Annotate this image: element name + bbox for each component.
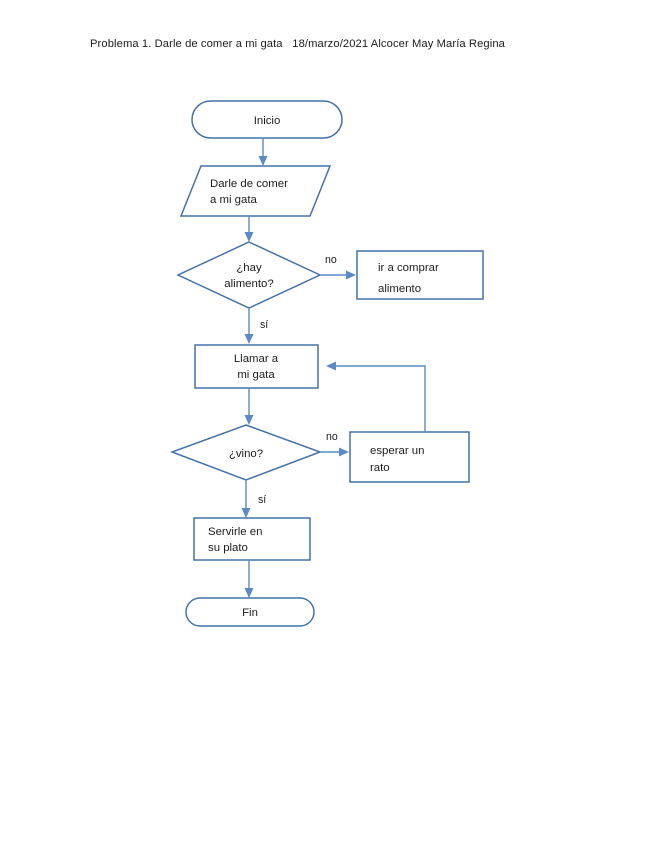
node-label-fin: Fin xyxy=(242,607,258,619)
connector-inicio-to-darle xyxy=(258,138,268,166)
edge-label-si-1: sí xyxy=(260,319,268,331)
parallelogram-shape-darle xyxy=(179,165,332,217)
arrow-head-icon xyxy=(346,270,356,280)
process-shape-comprar xyxy=(356,250,484,300)
node-vino-decision[interactable]: ¿vino? xyxy=(169,424,323,481)
arrow-head-icon xyxy=(244,588,254,598)
node-label-hay-line1: ¿hay xyxy=(236,262,262,274)
node-label-servirle-line1: Servirle en xyxy=(208,526,262,538)
process-shape-llamar xyxy=(194,344,319,389)
node-servirle-en-su-plato[interactable]: Servirle en su plato xyxy=(193,517,311,561)
arrow-head-icon xyxy=(241,508,251,518)
page-title: Problema 1. Darle de comer a mi gata 18/… xyxy=(90,38,505,50)
connector-llamar-to-vino xyxy=(244,388,254,425)
arrow-head-icon xyxy=(258,156,268,166)
node-label-llamar-line1: Llamar a xyxy=(234,353,279,365)
node-llamar-a-mi-gata[interactable]: Llamar a mi gata xyxy=(194,344,319,389)
terminator-shape-fin xyxy=(185,597,315,627)
node-inicio[interactable]: Inicio xyxy=(191,100,343,139)
edge-label-no-1: no xyxy=(325,254,337,266)
node-label-comprar-line1: ir a comprar xyxy=(378,262,439,274)
node-label-darle-line1: Darle de comer xyxy=(210,178,288,190)
node-label-vino: ¿vino? xyxy=(229,448,263,460)
node-esperar-un-rato[interactable]: esperar un rato xyxy=(349,431,470,483)
connector-vino-to-esperar: no xyxy=(320,431,349,457)
node-label-hay-line2: alimento? xyxy=(224,278,273,290)
arrow-head-icon xyxy=(244,415,254,425)
node-fin[interactable]: Fin xyxy=(185,597,315,627)
node-label-servirle-line2: su plato xyxy=(208,542,248,554)
node-hay-alimento-decision[interactable]: ¿hay alimento? xyxy=(176,241,322,309)
process-shape-servirle xyxy=(193,517,311,561)
node-label-llamar-line2: mi gata xyxy=(237,369,275,381)
arrow-head-icon xyxy=(326,361,336,371)
connector-esperar-to-llamar-loop xyxy=(326,361,426,432)
terminator-shape-inicio xyxy=(191,100,343,139)
arrow-head-icon xyxy=(244,232,254,242)
connector-vino-to-servirle: sí xyxy=(241,480,266,518)
arrow-head-icon xyxy=(244,334,254,344)
connector-darle-to-hay xyxy=(244,216,254,242)
node-label-inicio: Inicio xyxy=(254,115,281,127)
node-label-esperar-line1: esperar un xyxy=(370,445,424,457)
node-darle-de-comer[interactable]: Darle de comer a mi gata xyxy=(179,165,332,217)
decision-shape-hay xyxy=(176,241,322,309)
node-label-darle-line2: a mi gata xyxy=(210,194,258,206)
connector-servirle-to-fin xyxy=(244,560,254,598)
edge-label-si-2: sí xyxy=(258,494,266,506)
process-shape-esperar xyxy=(349,431,470,483)
node-label-esperar-line2: rato xyxy=(370,462,390,474)
edge-label-no-2: no xyxy=(326,431,338,443)
connector-hay-to-llamar: sí xyxy=(244,308,268,344)
node-ir-a-comprar[interactable]: ir a comprar alimento xyxy=(356,250,484,300)
node-label-comprar-line2: alimento xyxy=(378,283,421,295)
arrow-head-icon xyxy=(339,447,349,457)
connector-hay-to-comprar: no xyxy=(320,254,356,280)
